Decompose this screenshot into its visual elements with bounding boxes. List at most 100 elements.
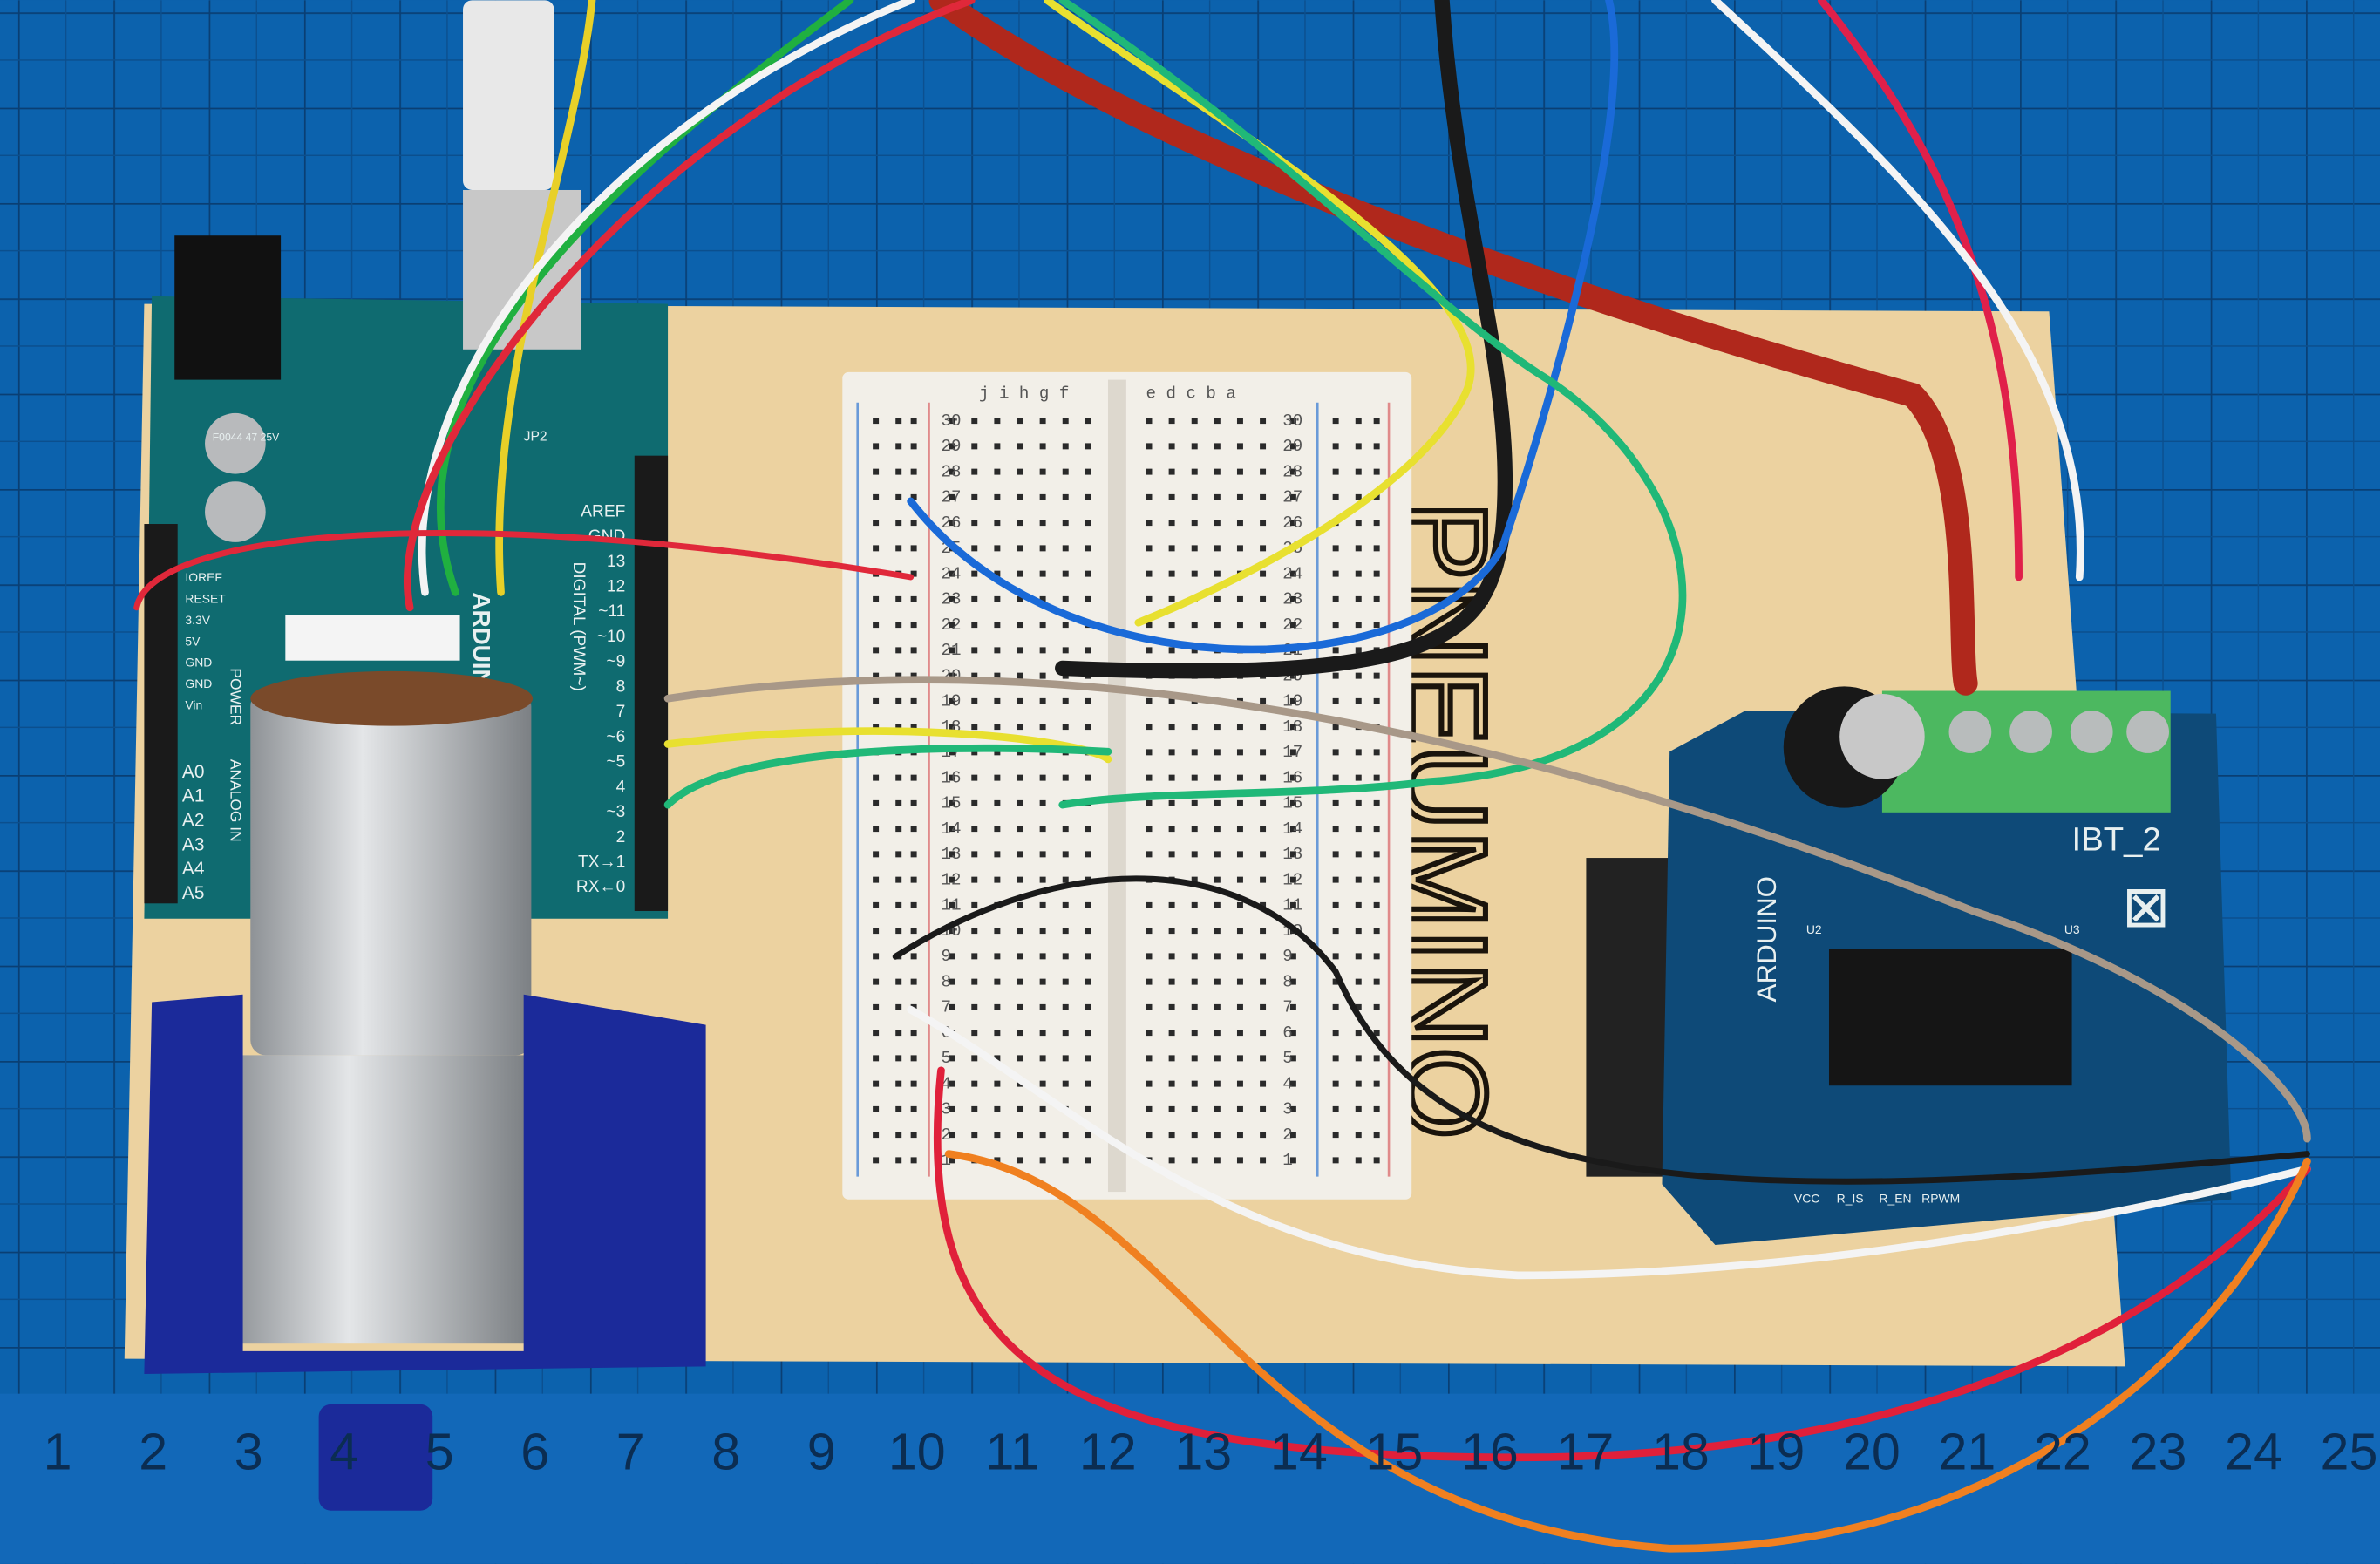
breadboard-hole: [1062, 876, 1069, 883]
breadboard-hole: [1236, 901, 1243, 908]
ruler-number: 20: [1843, 1423, 1901, 1481]
ruler-number: 8: [711, 1423, 740, 1481]
breadboard-hole: [971, 749, 978, 756]
breadboard-hole: [1191, 520, 1198, 527]
breadboard-hole: [1039, 851, 1046, 858]
breadboard-hole: [1236, 595, 1243, 602]
breadboard-hole: [1146, 901, 1153, 908]
breadboard-hole: [1214, 799, 1221, 806]
breadboard-hole: [994, 1030, 1001, 1037]
breadboard-hole: [1146, 928, 1153, 935]
breadboard-hole: [1236, 928, 1243, 935]
breadboard-hole: [1373, 595, 1380, 602]
breadboard-hole: [1062, 1080, 1069, 1087]
breadboard-hole: [1168, 749, 1175, 756]
breadboard-row-number: 7: [1282, 998, 1293, 1017]
breadboard-hole: [895, 851, 902, 858]
ruler-number: 13: [1174, 1423, 1232, 1481]
breadboard-hole: [1146, 851, 1153, 858]
breadboard-hole: [949, 724, 955, 731]
breadboard-hole: [1191, 749, 1198, 756]
breadboard-hole: [1168, 570, 1175, 577]
breadboard-hole: [1191, 493, 1198, 500]
breadboard-hole: [1289, 520, 1296, 527]
breadboard-hole: [873, 443, 880, 450]
breadboard-hole: [1236, 724, 1243, 731]
breadboard-hole: [1332, 724, 1339, 731]
red-sensor-wire: [403, 0, 976, 612]
breadboard-hole: [994, 418, 1001, 425]
breadboard-hole: [1168, 468, 1175, 475]
breadboard-hole: [1017, 595, 1023, 602]
breadboard-row-number: 22: [941, 615, 961, 635]
breadboard-hole: [1214, 622, 1221, 629]
breadboard-hole: [1236, 953, 1243, 960]
breadboard-hole: [1214, 774, 1221, 781]
breadboard-hole: [910, 724, 917, 731]
breadboard-hole: [1373, 1105, 1380, 1112]
breadboard-columns-right: e d c b a: [1146, 384, 1236, 404]
digital-header-label: DIGITAL (PWM~): [569, 562, 588, 691]
breadboard-hole: [1146, 697, 1153, 704]
breadboard-hole: [1214, 1080, 1221, 1087]
breadboard-hole: [895, 672, 902, 679]
breadboard-hole: [895, 595, 902, 602]
breadboard-hole: [1373, 443, 1380, 450]
terminal-screw[interactable]: [1948, 711, 1992, 753]
digital-pin-label: ~9: [606, 653, 625, 671]
breadboard-hole: [910, 545, 917, 552]
terminal-screw[interactable]: [2070, 711, 2113, 753]
breadboard-hole: [910, 443, 917, 450]
breadboard-hole: [1191, 1105, 1198, 1112]
breadboard-hole: [1146, 418, 1153, 425]
breadboard-hole: [910, 520, 917, 527]
breadboard-hole: [910, 697, 917, 704]
breadboard-hole: [1214, 545, 1221, 552]
breadboard-hole: [1085, 520, 1091, 527]
breadboard-hole: [895, 697, 902, 704]
breadboard-row-number: 11: [1282, 896, 1302, 915]
breadboard-hole: [949, 749, 955, 756]
capacitor-text: F0044 47 25V: [213, 431, 280, 443]
breadboard-hole: [1332, 928, 1339, 935]
breadboard-row-number: 14: [1282, 819, 1302, 839]
breadboard-row-number: 19: [941, 692, 961, 711]
breadboard-hole: [1214, 1105, 1221, 1112]
breadboard-hole: [1168, 928, 1175, 935]
breadboard-hole: [895, 978, 902, 985]
breadboard-hole: [1355, 799, 1362, 806]
breadboard-hole: [949, 1003, 955, 1010]
breadboard-hole: [1085, 418, 1091, 425]
breadboard-row-number: 26: [941, 513, 961, 533]
ruler-number: 7: [616, 1423, 645, 1481]
terminal-screw[interactable]: [2009, 711, 2052, 753]
breadboard-hole: [873, 901, 880, 908]
breadboard-hole: [949, 876, 955, 883]
breadboard-hole: [971, 978, 978, 985]
breadboard-hole: [1168, 799, 1175, 806]
breadboard-hole: [949, 1055, 955, 1062]
breadboard-hole: [1191, 928, 1198, 935]
terminal-screw[interactable]: [2126, 711, 2169, 753]
breadboard-hole: [1260, 1157, 1267, 1164]
breadboard-hole: [1146, 1003, 1153, 1010]
breadboard-hole: [1236, 1132, 1243, 1139]
breadboard-hole: [1373, 697, 1380, 704]
breadboard-hole: [1214, 826, 1221, 833]
breadboard-hole: [1332, 418, 1339, 425]
breadboard-hole: [1373, 1080, 1380, 1087]
breadboard-hole: [1168, 1003, 1175, 1010]
breadboard-hole: [1017, 570, 1023, 577]
breadboard-hole: [1373, 520, 1380, 527]
breadboard-hole: [994, 570, 1001, 577]
breadboard-hole: [1332, 901, 1339, 908]
breadboard-hole: [1332, 1003, 1339, 1010]
blue-wire: [907, 0, 1619, 654]
breadboard-hole: [910, 570, 917, 577]
breadboard-hole: [1039, 545, 1046, 552]
breadboard-hole: [910, 901, 917, 908]
breadboard-hole: [1373, 1030, 1380, 1037]
breadboard-hole: [1289, 418, 1296, 425]
